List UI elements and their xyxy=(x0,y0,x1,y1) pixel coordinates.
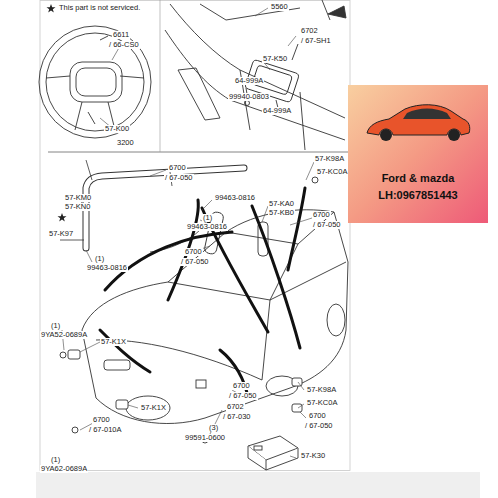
callout-number: 57-K98A xyxy=(314,155,345,163)
callout-number: 6700 xyxy=(312,211,331,219)
callout-number: 57-KB0 xyxy=(268,209,295,217)
callout-number: 57-K98A xyxy=(306,386,337,394)
callout-number: / 67-050 xyxy=(180,258,210,266)
banner-text: Ford & mazda xyxy=(382,170,455,187)
divider xyxy=(160,0,161,152)
callout-number: 57-K1X xyxy=(100,338,127,346)
callout-number: / 67-050 xyxy=(164,174,194,182)
callout-number: 99940-0803 xyxy=(228,93,270,101)
callout-number: (1) xyxy=(50,322,61,330)
callout-number: / 66-CS0 xyxy=(108,41,140,49)
callout-number: 3200 xyxy=(116,139,135,147)
car-wheel xyxy=(448,129,460,141)
callout-number: 64-999A xyxy=(234,77,264,85)
star-symbol xyxy=(58,213,67,221)
callout-number: 6700 xyxy=(232,382,251,390)
callout-number: 57-K50 xyxy=(262,55,288,63)
steering-wheel xyxy=(39,26,151,138)
car-window xyxy=(403,109,451,120)
callout-number: / 67-050 xyxy=(304,422,334,430)
callout-number: 99463-0816 xyxy=(186,223,228,231)
callout-number: (1) xyxy=(202,214,213,222)
callout-number: 57-KC0A xyxy=(316,168,348,176)
callout-number: 6702 xyxy=(226,403,245,411)
callout-number: 6700 xyxy=(168,164,187,172)
callout-number: 57-K97 xyxy=(48,230,74,238)
divider xyxy=(48,152,350,153)
callout-number: 6700 xyxy=(308,412,327,420)
callout-number: 57-K1X xyxy=(140,404,167,412)
callout-number: 64-999A xyxy=(262,107,292,115)
control-module xyxy=(248,436,298,470)
callout-number: (3) xyxy=(208,424,219,432)
sensor xyxy=(60,177,318,443)
callout-number: 57-KN0 xyxy=(64,203,91,211)
contact-banner: Ford & mazdaLH:0967851443 xyxy=(348,85,488,223)
callout-number: 99463-0816 xyxy=(214,194,256,202)
callout-number: 6700 xyxy=(92,416,111,424)
callout-number: (1) xyxy=(50,456,61,464)
callout-number: / 67-SH1 xyxy=(300,37,332,45)
callout-number: 5560 xyxy=(270,3,289,11)
callout-number: 6611 xyxy=(112,31,130,39)
bottom-strip xyxy=(36,472,480,498)
car-body xyxy=(82,210,348,424)
callout-number: 9YA52-0689A xyxy=(40,331,88,339)
leader-line xyxy=(62,8,314,458)
callout-number: 57-K30 xyxy=(300,452,326,460)
car-wheel xyxy=(380,129,392,141)
callout-number: 9YA62-0689A xyxy=(40,465,88,473)
frame xyxy=(40,1,350,471)
car-icon xyxy=(363,97,473,147)
banner-text: LH:0967851443 xyxy=(378,187,458,204)
callout-number: / 67-030 xyxy=(222,413,252,421)
callout-number: 6700 xyxy=(184,248,203,256)
callout-number: / 67-050 xyxy=(228,392,258,400)
callout-number: / 67-010A xyxy=(88,426,123,434)
callout-number: / 67-050 xyxy=(312,221,342,229)
callout-number: This part is not serviced. xyxy=(58,4,141,12)
star-symbol xyxy=(47,4,56,12)
callout-number: 99591-0600 xyxy=(184,434,226,442)
harness-curve xyxy=(100,188,305,398)
dashboard xyxy=(165,0,346,150)
callout-number: 57-K00 xyxy=(104,125,130,133)
callout-number: 57-KC0A xyxy=(306,399,338,407)
callout-number: 99463-0816 xyxy=(86,264,128,272)
callout-number: 57-KA0 xyxy=(268,200,295,208)
callout-number: 6702 xyxy=(300,27,319,35)
callout-number: 57-KM0 xyxy=(64,194,92,202)
callout-number: (1) xyxy=(94,255,105,263)
